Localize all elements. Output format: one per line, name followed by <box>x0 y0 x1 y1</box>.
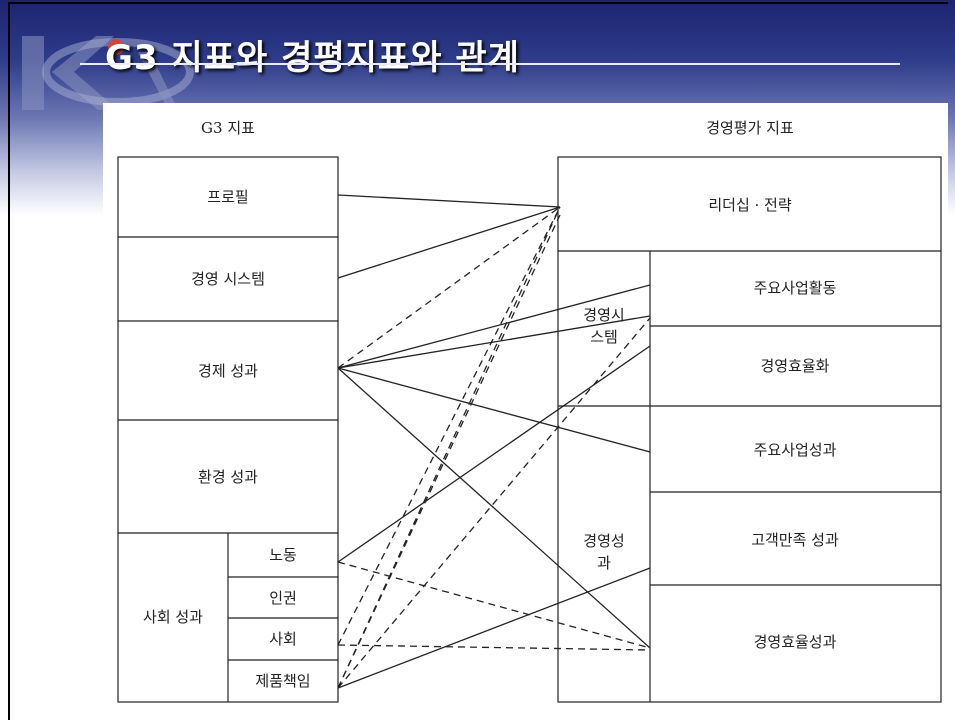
g3-heading: G3 지표 <box>201 119 255 137</box>
title-underline <box>80 63 900 65</box>
link-labor-efficiency-performance <box>337 561 651 649</box>
link-econ-efficiency-performance <box>337 367 651 649</box>
link-product-system <box>337 317 651 689</box>
kida-logo <box>22 36 194 110</box>
connector-lines <box>337 194 651 689</box>
eval-leadership-strategy: 리더십 · 전략 <box>708 196 792 214</box>
link-econ-leadership <box>337 206 561 369</box>
link-system-leadership <box>337 206 561 279</box>
g3-item-environmental: 환경 성과 <box>198 468 258 486</box>
g3-item-social: 사회 성과 <box>143 608 203 626</box>
g3-indicator-column <box>117 156 339 703</box>
g3-social-labor: 노동 <box>269 546 297 564</box>
content-panel <box>103 103 948 720</box>
link-profile-leadership <box>337 194 561 208</box>
eval-heading: 경영평가 지표 <box>706 119 794 137</box>
eval-customer-satisfaction: 고객만족 성과 <box>751 531 839 549</box>
page-title: G3 지표와 경평지표와 관계 <box>105 38 520 78</box>
eval-management-efficiency: 경영효율화 <box>760 357 829 375</box>
g3-labels: G3 지표 프로필 경영 시스템 경제 성과 환경 성과 사회 성과 노동 인권… <box>143 119 311 690</box>
eval-performance-label-line2: 과 <box>597 554 611 572</box>
evaluation-column-box <box>557 156 942 703</box>
g3-social-human-rights: 인권 <box>269 589 297 607</box>
g3-item-management-system: 경영 시스템 <box>191 270 265 288</box>
link-society-efficiency-performance <box>337 644 651 651</box>
link-society-leadership <box>337 206 561 646</box>
eval-performance-label-line1: 경영성 <box>583 532 624 550</box>
eval-system-label-line1: 경영시 <box>583 306 624 324</box>
g3-item-profile: 프로필 <box>207 188 248 206</box>
link-econ-major-activity <box>337 284 651 369</box>
link-product-customer <box>337 567 651 689</box>
eval-system-label-line2: 스템 <box>590 328 618 346</box>
evaluation-indicator-column <box>557 156 942 703</box>
eval-efficiency-performance: 경영효율성과 <box>754 633 837 651</box>
g3-social-society: 사회 <box>269 630 297 648</box>
g3-social-product-responsibility: 제품책임 <box>255 672 310 690</box>
eval-major-activities: 주요사업활동 <box>754 279 837 297</box>
evaluation-labels: 경영평가 지표 리더십 · 전략 경영시 스템 주요사업활동 경영효율화 경영성… <box>583 119 839 651</box>
g3-item-economic: 경제 성과 <box>198 362 258 380</box>
link-econ-major-performance <box>337 367 651 453</box>
link-econ-efficiency <box>337 315 651 369</box>
eval-major-performance: 주요사업성과 <box>754 441 837 459</box>
slide-frame <box>8 2 948 720</box>
link-labor-efficiency <box>337 345 651 563</box>
link-product-leadership-2 <box>337 214 561 689</box>
